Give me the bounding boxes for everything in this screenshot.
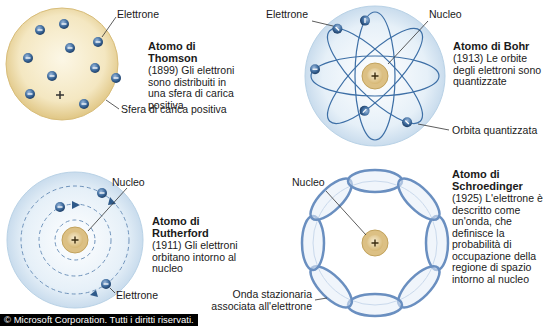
electron-label: Elettrone: [266, 9, 308, 21]
model-title: Atomo di Schroedinger: [452, 168, 552, 192]
orbit-label: Orbita quantizzata: [452, 125, 537, 137]
model-description: (1913) Le orbite degli elettroni sono qu…: [453, 53, 551, 88]
sphere-label: Sfera di carica positiva: [121, 104, 227, 116]
thomson-atom: [6, 8, 121, 120]
nucleus-label: Nucleo: [429, 9, 462, 21]
wave-label: Onda stazionaria associata all'elettrone: [192, 289, 312, 312]
electron-label: Elettrone: [116, 290, 158, 302]
model-title: Atomo di Bohr: [453, 40, 553, 52]
nucleus-label: Nucleo: [292, 177, 325, 189]
schroedinger-atom: [302, 170, 448, 316]
nucleus-label: Nucleo: [112, 177, 145, 189]
model-description: (1925) L'elettrone è descritto come un'o…: [452, 193, 552, 285]
bohr-atom: [305, 6, 449, 146]
model-title: Atomo di Rutherford: [152, 215, 236, 239]
rutherford-atom: [7, 172, 143, 308]
model-description: (1911) Gli elettroni orbitano intorno al…: [152, 240, 242, 275]
copyright-notice: © Microsoft Corporation. Tutti i diritti…: [0, 314, 198, 326]
electron-label: Elettrone: [117, 9, 159, 21]
model-title: Atomo di Thomson: [148, 40, 248, 64]
